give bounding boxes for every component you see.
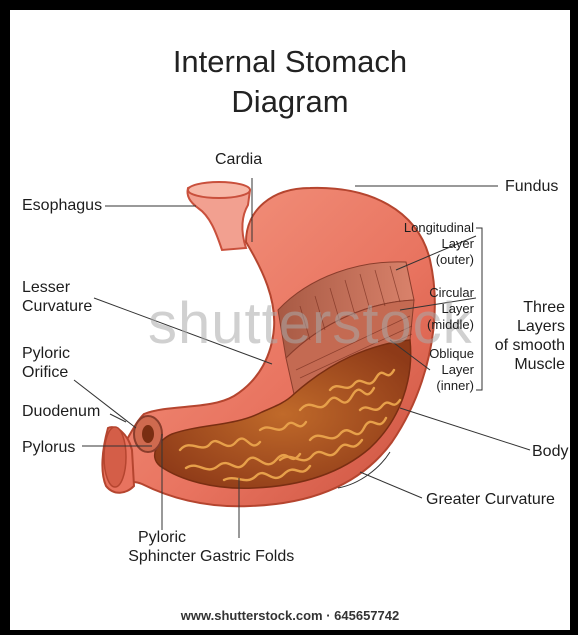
- label-longitudinal-line1: Longitudinal: [386, 220, 474, 236]
- label-cardia: Cardia: [215, 150, 262, 169]
- label-duodenum: Duodenum: [22, 402, 100, 421]
- label-oblique-line3: (inner): [386, 378, 474, 394]
- label-gastric-folds: Gastric Folds: [200, 547, 294, 566]
- label-longitudinal-line2: Layer: [386, 236, 474, 252]
- label-oblique-line2: Layer: [386, 362, 474, 378]
- label-circular-line2: Layer: [386, 301, 474, 317]
- label-three-layers-line4: Muscle: [490, 355, 565, 374]
- label-lesser-line2: Curvature: [22, 297, 92, 316]
- diagram-canvas: Internal Stomach Diagram: [10, 10, 570, 630]
- pyloric-orifice: [142, 425, 154, 443]
- label-fundus: Fundus: [505, 177, 558, 196]
- label-pyloric-orifice-line1: Pyloric: [22, 344, 70, 363]
- label-circular-line1: Circular: [386, 285, 474, 301]
- label-oblique-line1: Oblique: [386, 346, 474, 362]
- label-lesser-curvature: Lesser Curvature: [22, 278, 92, 316]
- label-pylorus: Pylorus: [22, 438, 75, 457]
- label-three-layers-line1: Three: [490, 298, 565, 317]
- label-circular-layer: Circular Layer (middle): [386, 285, 474, 333]
- label-pyloric-orifice: Pyloric Orifice: [22, 344, 70, 382]
- label-pyloric-sphincter-line1: Pyloric: [110, 528, 214, 547]
- label-body: Body: [532, 442, 568, 461]
- label-greater-curvature: Greater Curvature: [426, 490, 555, 509]
- label-longitudinal-layer: Longitudinal Layer (outer): [386, 220, 474, 268]
- label-pyloric-sphincter: Pyloric Sphincter: [110, 528, 214, 566]
- footer-credit: www.shutterstock.com · 645657742: [10, 608, 570, 623]
- label-pyloric-orifice-line2: Orifice: [22, 363, 70, 382]
- duodenum-opening: [104, 427, 126, 487]
- label-longitudinal-line3: (outer): [386, 252, 474, 268]
- esophagus-opening: [188, 182, 250, 198]
- label-lesser-line1: Lesser: [22, 278, 92, 297]
- label-three-layers: Three Layers of smooth Muscle: [490, 298, 565, 374]
- label-oblique-layer: Oblique Layer (inner): [386, 346, 474, 394]
- label-three-layers-line3: of smooth: [490, 336, 565, 355]
- label-three-layers-line2: Layers: [490, 317, 565, 336]
- label-pyloric-sphincter-line2: Sphincter: [110, 547, 214, 566]
- label-circular-line3: (middle): [386, 317, 474, 333]
- label-esophagus: Esophagus: [22, 196, 102, 215]
